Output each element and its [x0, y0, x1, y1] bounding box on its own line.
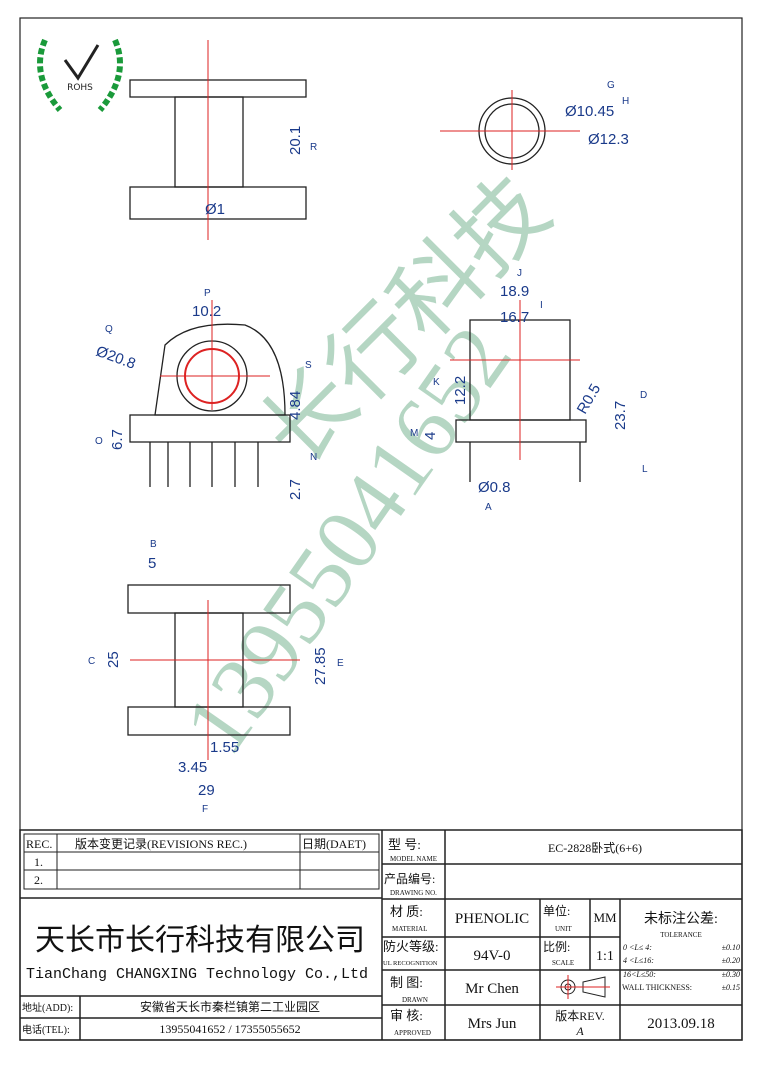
dim-slot: 1.55 [210, 739, 239, 756]
unit-value: MM [593, 910, 617, 925]
model-value: EC-2828卧式(6+6) [548, 841, 642, 855]
tag-b: B [150, 539, 157, 550]
material-label: 材 质: [390, 904, 423, 919]
tag-d: D [640, 390, 647, 401]
projection-symbol-icon [556, 975, 610, 999]
dim-bottom-h: 25 [105, 651, 122, 668]
flange-front [154, 323, 286, 416]
tag-g: G [607, 80, 615, 91]
watermark: 长行科技 13955041652 [165, 157, 570, 772]
address-label: 地址(ADD): [22, 1001, 73, 1014]
rev-title: 版本变更记录(REVISIONS REC.) [75, 836, 247, 851]
dim-flange-dia: Ø20.8 [94, 343, 138, 373]
rev-label: 版本REV. [555, 1009, 604, 1023]
dim-side-h: 12.2 [452, 376, 469, 405]
rohs-logo: ROHS [37, 38, 123, 112]
dim-s: 4.84 [287, 391, 304, 420]
tol-value-3: ±0.30 [722, 970, 740, 979]
model-label: 型 号: [388, 837, 421, 852]
approved-value: Mrs Jun [468, 1016, 517, 1032]
tol-range-4: WALL THICKNESS: [622, 983, 692, 992]
tel-value: 13955041652 / 17355055652 [159, 1022, 300, 1036]
tag-l: L [642, 464, 648, 475]
dim-side-inner: 16.7 [500, 309, 529, 326]
scale-value: 1:1 [596, 949, 614, 964]
dim-bottom-w: 29 [198, 782, 215, 799]
tag-q: Q [105, 324, 113, 335]
logo-text: ROHS [67, 83, 93, 93]
unit-label-en: UNIT [555, 925, 572, 933]
tol-value-4: ±0.15 [722, 983, 740, 992]
drawing-label-en: DRAWING NO. [390, 889, 437, 897]
address-value: 安徽省天长市秦栏镇第二工业园区 [140, 999, 320, 1014]
rev-header: REC. [26, 837, 52, 851]
tag-a: A [485, 502, 492, 513]
tag-n: N [310, 452, 317, 463]
dim-radius: R0.5 [574, 381, 605, 417]
rev-row-2: 2. [34, 873, 43, 887]
tag-k: K [433, 377, 440, 388]
dim-slot2: 3.45 [178, 759, 207, 776]
tolerance-en: TOLERANCE [660, 931, 701, 939]
tol-range-1: 0 <L≤ 4: [623, 943, 652, 952]
tol-range-2: 4 <L≤16: [623, 956, 654, 965]
dim-flange-width: 10.2 [192, 303, 221, 320]
tag-p: P [204, 288, 211, 299]
tag-m: M [410, 428, 418, 439]
dim-pin-len: 2.7 [287, 479, 304, 500]
rev-value: A [575, 1024, 584, 1038]
dim-total-h: 23.7 [612, 401, 629, 430]
scale-label-en: SCALE [552, 959, 574, 967]
tolerance-title: 未标注公差: [644, 911, 718, 927]
drawn-label-en: DRAWN [402, 996, 428, 1004]
dim-pitch: 5 [148, 555, 156, 572]
dim-outer-dia: Ø12.3 [588, 131, 629, 148]
tol-range-3: 16<L≤50: [623, 970, 656, 979]
drawing-label: 产品编号: [384, 871, 435, 886]
model-label-en: MODEL NAME [390, 855, 437, 863]
dim-base-h: 6.7 [109, 429, 126, 450]
top-flange [129, 79, 307, 98]
dim-bottom-total: 27.85 [312, 647, 329, 685]
dim-height-top: 20.1 [287, 126, 304, 155]
unit-label: 单位: [543, 903, 570, 918]
tag-e: E [337, 658, 344, 669]
ul-label-en: UL RECOGNITION [383, 960, 438, 967]
approved-label-en: APPROVED [394, 1029, 431, 1037]
approved-label: 审 核: [390, 1008, 423, 1023]
bottom-flange [129, 186, 307, 220]
date-value: 2013.09.18 [647, 1016, 715, 1032]
dim-pin-dia: Ø1 [205, 201, 225, 218]
scale-label: 比例: [543, 940, 570, 954]
tol-value-1: ±0.10 [722, 943, 740, 952]
tag-o: O [95, 436, 103, 447]
tol-value-2: ±0.20 [722, 956, 740, 965]
dim-pin-dia2: Ø0.8 [478, 479, 511, 496]
title-block [19, 829, 743, 1041]
dim-side-w: 18.9 [500, 283, 529, 300]
rev-row-1: 1. [34, 855, 43, 869]
tel-label: 电话(TEL): [22, 1023, 70, 1036]
tag-s: S [305, 360, 312, 371]
tag-j: J [517, 268, 522, 279]
company-name-en: TianChang CHANGXING Technology Co.,Ltd [26, 966, 368, 983]
ul-label: 防火等级: [383, 939, 439, 954]
tag-h: H [622, 96, 629, 107]
dim-inner-dia: Ø10.45 [565, 103, 614, 120]
drawn-value: Mr Chen [465, 981, 519, 997]
company-name-cn: 天长市长行科技有限公司 [35, 924, 365, 957]
tag-c: C [88, 656, 95, 667]
rev-date: 日期(DAET) [302, 837, 366, 851]
dim-foot-h: 4 [422, 432, 439, 440]
tag-r: R [310, 142, 317, 153]
material-value: PHENOLIC [455, 911, 529, 927]
material-label-en: MATERIAL [392, 925, 427, 933]
drawn-label: 制 图: [390, 975, 423, 990]
ul-value: 94V-0 [474, 948, 511, 964]
tag-f: F [202, 804, 208, 815]
tag-i: I [540, 300, 543, 311]
